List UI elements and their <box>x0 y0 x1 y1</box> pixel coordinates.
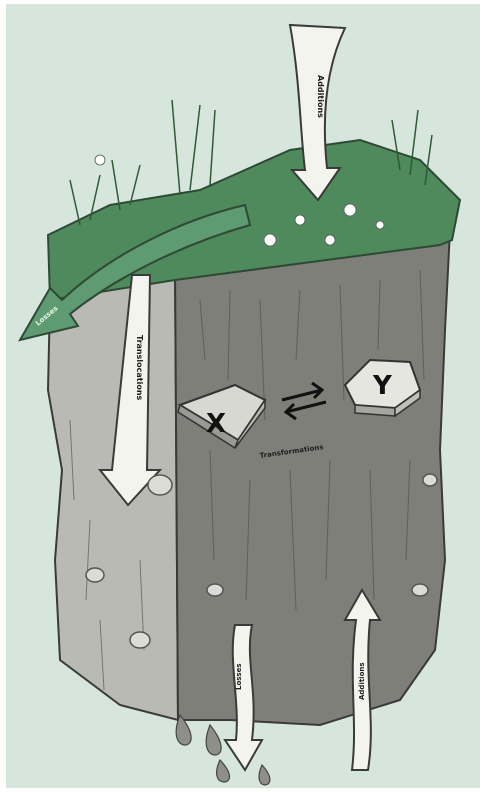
losses-bottom-label: Losses <box>235 663 243 690</box>
block-y-letter: Y <box>372 371 393 401</box>
soil-right-face <box>175 230 450 725</box>
additions-bottom-label: Additions <box>358 662 366 700</box>
translocations-label: Translocations <box>135 335 144 401</box>
additions-top-label: Additions <box>316 75 325 118</box>
block-x-letter: X <box>206 409 226 439</box>
